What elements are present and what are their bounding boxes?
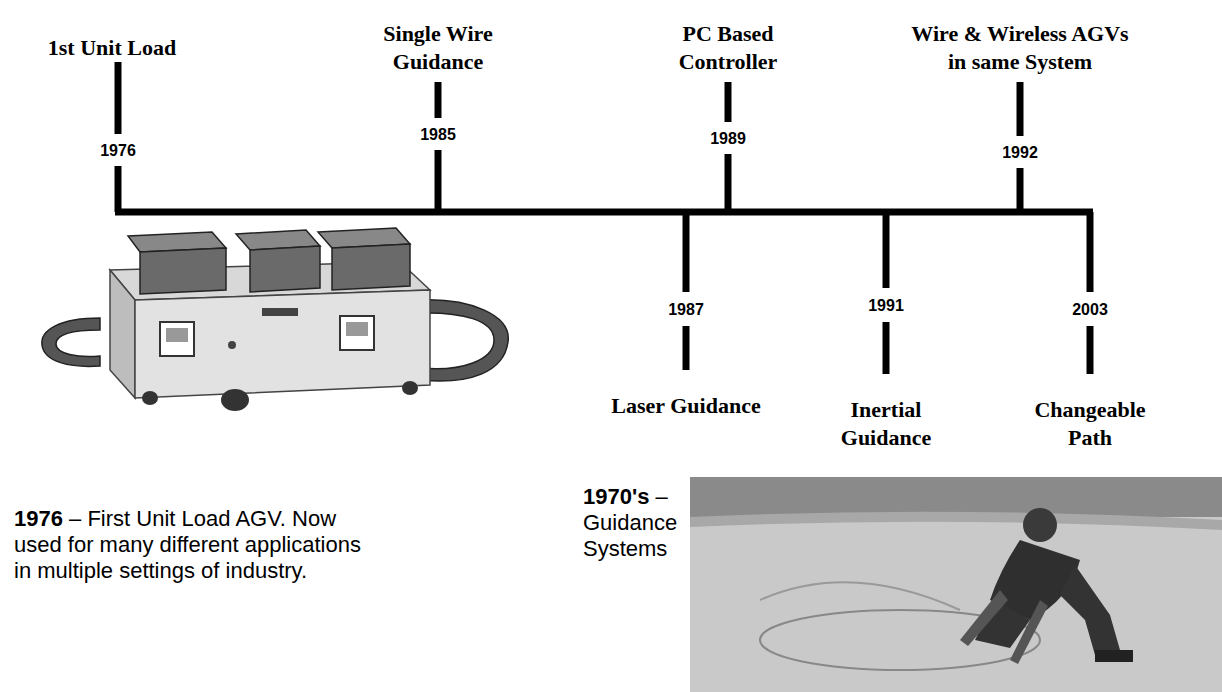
year-label: 1985 (418, 125, 458, 144)
year-label: 1989 (708, 129, 748, 148)
milestone-title: 1st Unit Load (12, 34, 212, 62)
agv-caption: 1976 – First Unit Load AGV. Now used for… (14, 506, 364, 584)
tick (883, 212, 890, 288)
guidance-photo (690, 477, 1222, 692)
year-label: 1976 (98, 141, 138, 160)
tick (1017, 82, 1024, 136)
tick (883, 322, 890, 374)
note-year: 1976 (14, 506, 63, 531)
milestone-title: PC Based Controller (668, 20, 788, 76)
tick (115, 62, 122, 134)
tick (683, 212, 690, 292)
milestone-title: Changeable Path (1025, 396, 1155, 452)
photo-caption: 1970's – Guidance Systems (583, 484, 687, 562)
milestone-title: Inertial Guidance (831, 396, 941, 452)
tick (435, 82, 442, 118)
year-label: 1991 (866, 296, 906, 315)
tick (435, 150, 442, 212)
year-label: 1987 (666, 300, 706, 319)
tick (725, 82, 732, 122)
milestone-title: Laser Guidance (586, 392, 786, 420)
year-label: 1992 (1000, 143, 1040, 162)
tick (1017, 168, 1024, 212)
tick (1087, 326, 1094, 374)
tick (725, 154, 732, 212)
milestone-title: Wire & Wireless AGVs in same System (910, 20, 1130, 76)
tick (683, 326, 690, 370)
milestone-title: Single Wire Guidance (368, 20, 508, 76)
tick (1087, 212, 1094, 292)
agv-illustration (42, 228, 508, 411)
tick (115, 166, 122, 212)
timeline-bar (115, 209, 1093, 216)
note-text: – First Unit Load AGV. Now used for many… (14, 506, 361, 583)
note-year: 1970's (583, 484, 649, 509)
year-label: 2003 (1070, 300, 1110, 319)
